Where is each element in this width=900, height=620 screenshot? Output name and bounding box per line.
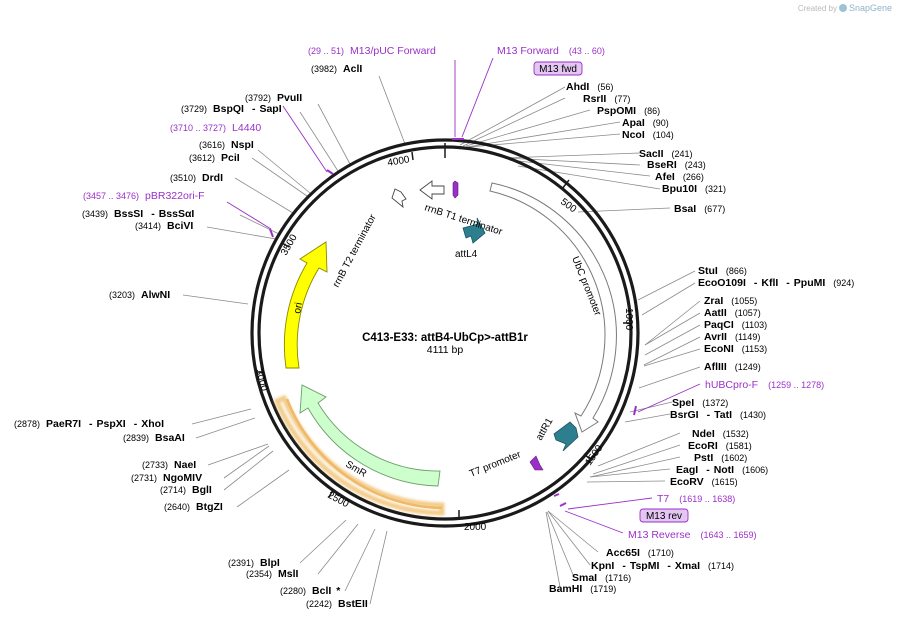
- enzyme-pspomi: PspOMI(86): [597, 105, 660, 117]
- primer-sites: [269, 138, 637, 507]
- plasmid-name: C413-E33: attB4-UbCp>-attB1r: [362, 332, 528, 344]
- attr1-arrow: [553, 421, 579, 452]
- smr-glow-line: [285, 398, 443, 510]
- enzyme-avrii: AvrII(1149): [704, 331, 760, 343]
- enzyme-ndei: NdeI(1532): [692, 428, 749, 440]
- tick-label-2500: 2500: [326, 490, 351, 510]
- primer-t7: T7(1619 .. 1638): [657, 493, 735, 505]
- enzyme-kpni-tspmi-xmai: KpnI-TspMI-XmaI(1714): [591, 560, 734, 572]
- feature-label-ori: ori: [292, 302, 305, 315]
- tick-label-3000: 3000: [253, 368, 269, 393]
- enzyme-bseri: BseRI(243): [647, 159, 706, 171]
- primer-l4440: (3710 .. 3727)L4440: [170, 122, 261, 134]
- enzyme-bspqi-sapi: (3729)BspQI-SapI: [181, 103, 282, 115]
- feature-label-attl4: attL4: [455, 249, 478, 260]
- primer-boxes: M13 fwd M13 rev: [533, 61, 689, 523]
- enzyme-naei: (2733)NaeI: [142, 459, 196, 471]
- m13-fwd-box-label: M13 fwd: [539, 64, 577, 75]
- primer-m13-reverse: M13 Reverse(1643 .. 1659): [628, 529, 757, 541]
- enzyme-ecoo109i-kfli-ppumi: EcoO109I-KflI-PpuMI(924): [698, 277, 854, 289]
- enzyme-bamhi: BamHI(1719): [549, 583, 616, 595]
- enzyme-paer7i-pspxi-xhoi: (2878)PaeR7I-PspXI-XhoI: [14, 418, 164, 430]
- enzyme-drdi: (3510)DrdI: [170, 172, 223, 184]
- feature-label-attr1: attR1: [534, 416, 556, 443]
- snapgene-logo-icon: [838, 4, 847, 12]
- primer-m13-forward: M13 Forward(43 .. 60): [497, 45, 605, 57]
- enzyme-acli: (3982)AclI: [311, 63, 362, 75]
- m13-fwd-box: [533, 61, 583, 76]
- primer-m13-puc-forward: (29 .. 51)M13/pUC Forward: [308, 45, 436, 57]
- features: [273, 180, 617, 516]
- enzyme-bsteii: (2242)BstEII: [306, 598, 368, 610]
- watermark-prefix: Created by: [797, 3, 837, 13]
- ori-arrow: [283, 241, 328, 369]
- snapgene-watermark: Created by SnapGene: [798, 3, 892, 13]
- attl4-arrow: [462, 217, 486, 244]
- enzyme-pvuii: (3792)PvuII: [245, 92, 302, 104]
- rrnb-t1-terminator-arrow: [419, 180, 445, 200]
- enzyme-sacii: SacII(241): [639, 148, 693, 160]
- enzyme-nspi: (3616)NspI: [199, 139, 254, 151]
- backbone-ticks: [256, 143, 630, 517]
- enzyme-bcivi: (3414)BciVI: [135, 220, 193, 232]
- enzyme-afei: AfeI(266): [655, 171, 704, 183]
- enzyme-apai: ApaI(90): [622, 117, 669, 129]
- enzyme-pcii: (3612)PciI: [189, 152, 240, 164]
- feature-label-rrnb-t2: rrnB T2 terminator: [331, 212, 379, 289]
- enzyme-btgzi: (2640)BtgZI: [164, 501, 223, 513]
- enzyme-paqci: PaqCI(1103): [704, 319, 767, 331]
- enzyme-ncoi: NcoI(104): [622, 129, 674, 141]
- enzyme-alwni: (3203)AlwNI: [109, 289, 170, 301]
- enzyme-labels-right: AhdI(56) RsrII(77) PspOMI(86) ApaI(90) N…: [549, 81, 854, 595]
- enzyme-bsrgi-tati: BsrGI-TatI(1430): [670, 409, 766, 421]
- enzyme-zrai: ZraI(1055): [704, 295, 757, 307]
- enzyme-smai: SmaI(1716): [572, 572, 631, 584]
- watermark-brand: SnapGene: [848, 3, 892, 13]
- plasmid-length: 4111 bp: [427, 344, 464, 356]
- tick-label-2000: 2000: [464, 522, 487, 533]
- plasmid-title: C413-E33: attB4-UbCp>-attB1r 4111 bp: [362, 332, 528, 356]
- enzyme-ahdi: AhdI(56): [566, 81, 613, 93]
- smr-gene-arrow: [299, 384, 441, 487]
- enzyme-rsrii: RsrII(77): [583, 93, 630, 105]
- leader-lines: [182, 75, 701, 605]
- enzyme-blpi: (2391)BlpI: [228, 557, 280, 569]
- enzyme-bsaai: (2839)BsaAI: [123, 432, 185, 444]
- enzyme-ngomiv: (2731)NgoMIV: [131, 472, 202, 484]
- feature-label-rrnb-t1: rrnB T1 terminator: [423, 202, 504, 238]
- rrnb-t2-terminator-arrow: [391, 188, 407, 209]
- enzyme-eagi-noti: EagI-NotI(1606): [676, 464, 768, 476]
- tick-label-3500: 3500: [279, 232, 300, 257]
- primer-hubcpro-f: hUBCpro-F(1259 .. 1278): [705, 379, 824, 391]
- enzyme-spei: SpeI(1372): [672, 397, 728, 409]
- enzyme-bsai: BsaI(677): [674, 203, 725, 215]
- enzyme-econi: EcoNI(1153): [704, 343, 767, 355]
- m13-rev-box-label: M13 rev: [646, 511, 682, 522]
- enzyme-bgli: (2714)BglI: [160, 484, 212, 496]
- m13-rev-box: [639, 508, 689, 523]
- enzyme-acc65i: Acc65I(1710): [606, 547, 674, 559]
- top-primer-arrow: [452, 180, 459, 199]
- enzyme-psti: PstI(1602): [694, 452, 747, 464]
- enzyme-msli: (2354)MslI: [246, 568, 299, 580]
- primer-pbr322ori-f: (3457 .. 3476)pBR322ori-F: [83, 190, 205, 202]
- tick-label-4000: 4000: [387, 154, 411, 169]
- feature-label-t7-promoter: T7 promoter: [468, 449, 523, 480]
- enzyme-ecorv: EcoRV(1615): [670, 476, 738, 488]
- enzyme-bpu10i: Bpu10I(321): [662, 183, 726, 195]
- enzyme-bcli: (2280)BclI*: [280, 585, 341, 597]
- enzyme-afliii: AflIII(1249): [704, 361, 761, 373]
- primer-labels: (29 .. 51)M13/pUC Forward M13 Forward(43…: [83, 45, 824, 541]
- enzyme-aatii: AatII(1057): [704, 307, 761, 319]
- t7-promoter-arrow: [529, 455, 544, 471]
- enzyme-ecori: EcoRI(1581): [688, 440, 752, 452]
- ubc-promoter-arrow: [489, 182, 617, 433]
- enzyme-bsssi-bsssai: (3439)BssSI-BssSαI: [82, 208, 194, 220]
- primer-leader-lines: [226, 57, 701, 534]
- enzyme-labels-left: (3982)AclI (3792)PvuII (3729)BspQI-SapI …: [14, 63, 368, 610]
- tick-label-1000: 1000: [623, 308, 634, 331]
- enzyme-stui: StuI(866): [698, 265, 747, 277]
